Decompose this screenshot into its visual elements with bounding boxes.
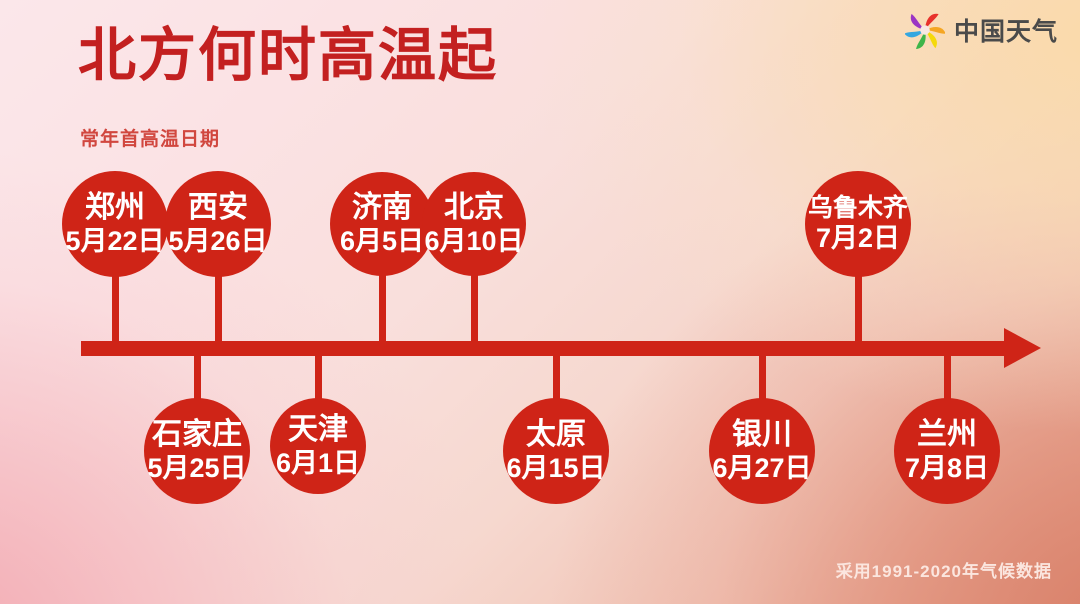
- pinwheel-spiral-icon: [904, 13, 945, 49]
- brand-name: 中国天气: [953, 18, 1058, 46]
- city-name: 西安: [188, 191, 248, 225]
- page-subtitle: 常年首高温日期: [80, 129, 221, 150]
- first-heat-date: 6月15日: [506, 453, 606, 484]
- right-arrow-icon: [1004, 328, 1041, 368]
- page-title: 北方何时高温起: [78, 23, 499, 88]
- city-name: 济南: [352, 191, 412, 225]
- timeline-node-stem: [552, 341, 560, 404]
- timeline-axis: [81, 341, 1011, 356]
- timeline-node-stem: [214, 273, 222, 355]
- first-heat-date: 7月2日: [815, 223, 901, 254]
- first-heat-date: 6月10日: [424, 226, 524, 257]
- city-name: 北京: [444, 191, 504, 225]
- timeline-node-stem: [943, 341, 951, 404]
- timeline-node-stem: [378, 272, 386, 355]
- timeline-node-stem: [111, 273, 119, 355]
- city-name: 乌鲁木齐: [807, 193, 908, 222]
- data-source-note: 采用1991-2020年气候数据: [835, 562, 1052, 581]
- brand-logo: 中国天气: [904, 10, 1058, 50]
- first-heat-date: 6月1日: [275, 448, 361, 479]
- timeline-node-stem: [470, 272, 478, 355]
- first-heat-date: 5月25日: [147, 453, 247, 484]
- first-heat-date: 6月27日: [712, 453, 812, 484]
- city-name: 郑州: [85, 191, 145, 225]
- first-heat-date: 5月22日: [65, 226, 165, 257]
- first-heat-date: 6月5日: [339, 226, 425, 257]
- timeline-node-stem: [193, 341, 201, 404]
- timeline-node-stem: [854, 273, 862, 355]
- city-name: 兰州: [917, 418, 977, 452]
- first-heat-date: 7月8日: [904, 453, 990, 484]
- timeline-node-stem: [314, 341, 322, 404]
- timeline-node-stem: [758, 341, 766, 404]
- city-name: 天津: [288, 413, 348, 447]
- city-name: 太原: [526, 418, 586, 452]
- city-name: 石家庄: [152, 418, 242, 452]
- first-heat-date: 5月26日: [168, 226, 268, 257]
- city-name: 银川: [732, 418, 792, 452]
